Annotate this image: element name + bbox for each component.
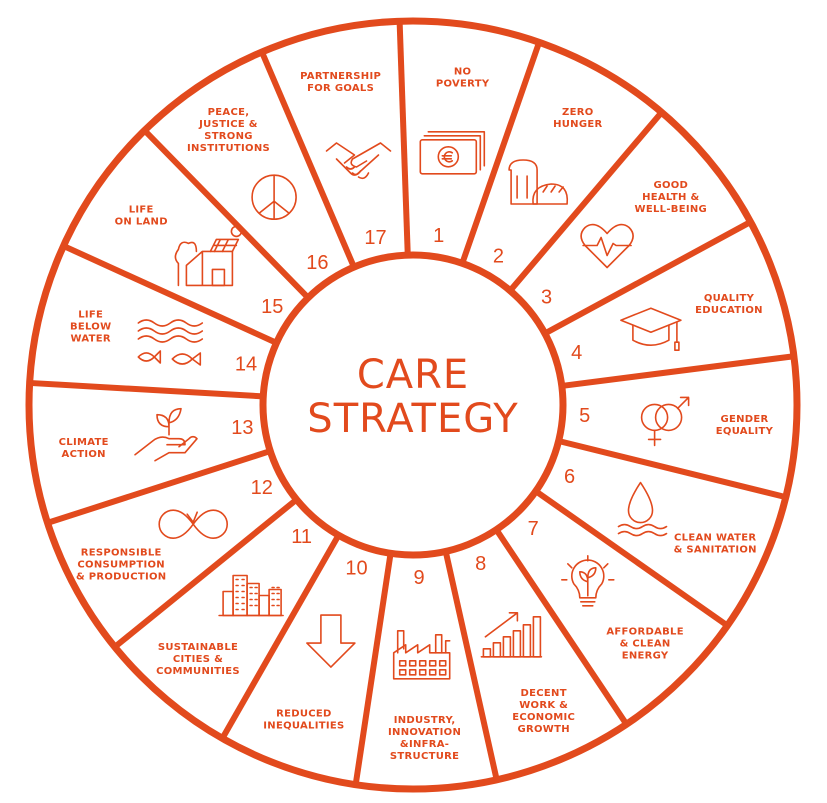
segment-number: 12 — [251, 477, 273, 499]
segment-number: 6 — [564, 466, 575, 488]
center-title-line1: CARE — [357, 352, 469, 398]
segment-divider — [112, 497, 299, 650]
segment-number: 17 — [364, 227, 386, 249]
segment-number: 16 — [306, 252, 328, 274]
hand-plant-icon — [134, 407, 198, 462]
segment-divider — [219, 533, 342, 740]
lightbulb-plant-icon — [560, 554, 615, 607]
segment-number: 8 — [475, 553, 486, 575]
segment-divider — [507, 110, 664, 293]
water-drop-icon — [617, 481, 668, 537]
bread-icon — [508, 159, 569, 205]
segment-divider — [493, 528, 629, 726]
peace-icon — [251, 174, 297, 220]
segment-divider — [396, 21, 411, 256]
segment-divider — [534, 488, 730, 629]
segment-divider — [142, 128, 311, 300]
graduation-cap-icon — [620, 307, 682, 352]
center-circle — [259, 251, 567, 559]
segment-number: 15 — [261, 296, 283, 318]
segment-divider — [259, 50, 357, 269]
center-title-line2: STRATEGY — [307, 396, 518, 442]
city-buildings-icon — [218, 574, 284, 617]
segment-divider — [62, 243, 278, 346]
segment-number: 4 — [571, 342, 582, 364]
gender-symbols-icon — [640, 396, 690, 447]
segment-dividers — [29, 21, 795, 786]
segment-number: 2 — [493, 246, 504, 268]
segment-number: 1 — [433, 225, 444, 247]
segment-number: 11 — [291, 526, 312, 548]
segment-divider — [561, 353, 795, 389]
segment-divider — [352, 552, 394, 786]
growth-chart-icon — [480, 611, 543, 658]
segment-label: CLEAN WATER& SANITATION — [674, 533, 757, 556]
heartbeat-icon — [580, 223, 634, 269]
segment-divider — [29, 379, 264, 400]
house-tree-icon — [174, 225, 243, 287]
segment-number: 7 — [528, 518, 539, 540]
segment-number: 5 — [579, 405, 590, 427]
segment-label: INDUSTRY,INNOVATION&INFRA-STRUCTURE — [388, 715, 461, 762]
segment-divider — [459, 41, 542, 265]
segment-divider — [557, 438, 787, 501]
segment-number: 10 — [345, 557, 367, 579]
segment-divider — [543, 219, 752, 337]
factory-icon — [392, 629, 451, 680]
outer-ring — [25, 17, 801, 793]
fish-waves-icon — [137, 319, 204, 366]
segment-number: 13 — [231, 417, 253, 439]
money-icon — [419, 131, 486, 175]
down-arrow-icon — [306, 614, 356, 668]
segment-number: 9 — [413, 567, 424, 589]
segment-divider — [442, 550, 500, 781]
segment-divider — [46, 448, 272, 526]
segment-number: 14 — [235, 354, 257, 376]
segment-number: 3 — [541, 287, 552, 309]
handshake-icon — [325, 142, 392, 180]
infinity-loop-icon — [158, 509, 228, 540]
